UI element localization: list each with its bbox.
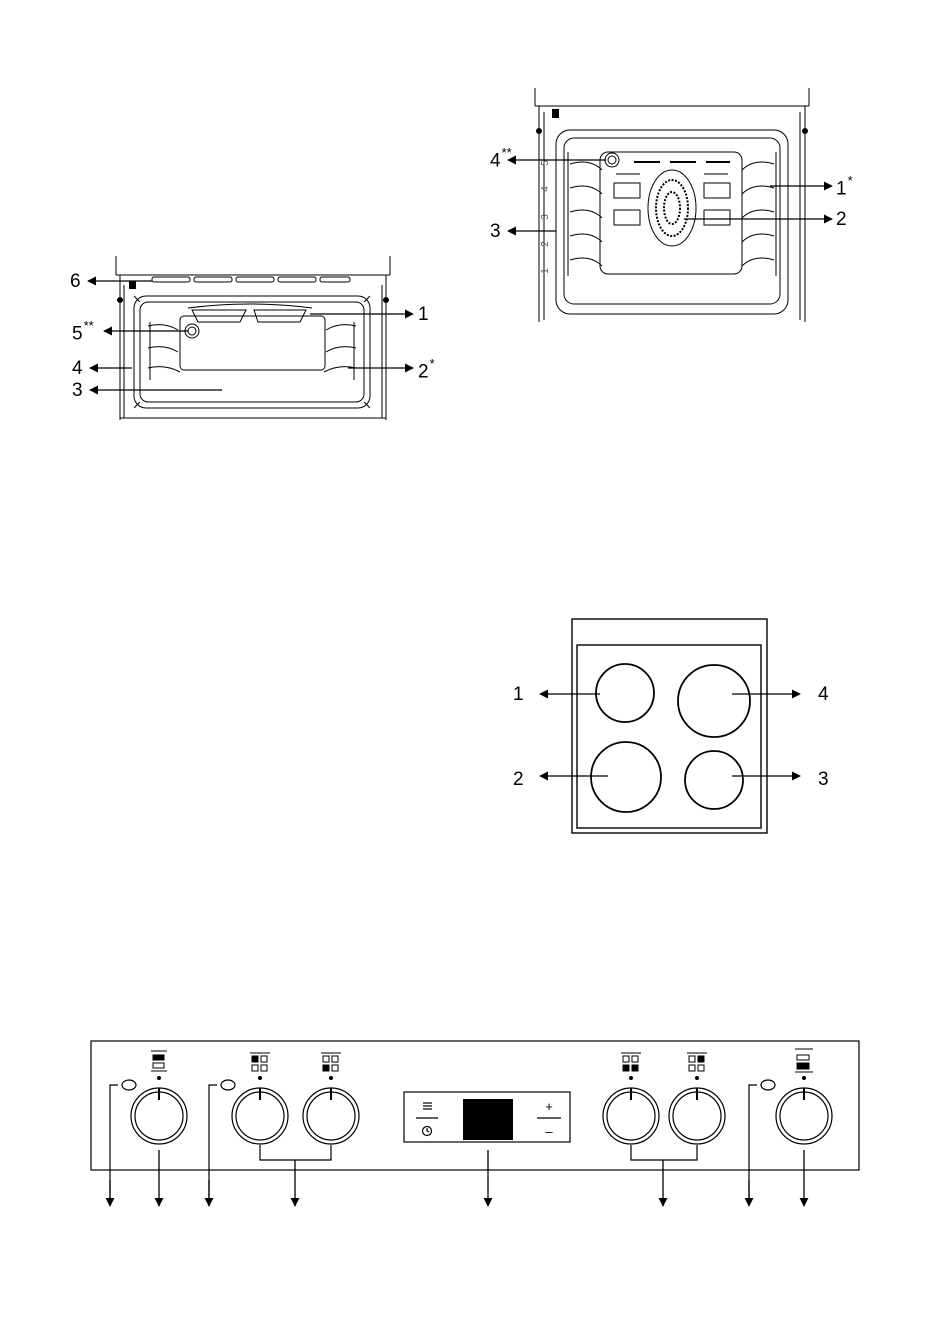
- knob-symbols: [151, 1049, 813, 1072]
- hob-zone-1: [596, 664, 654, 722]
- display-plus-label: +: [545, 1099, 553, 1114]
- top-oven-callout-5: 5**: [72, 321, 94, 343]
- knob-dots: [157, 1076, 806, 1080]
- shelf-number-2: 2: [540, 241, 551, 247]
- top-oven-indicator: [129, 281, 136, 289]
- hob-callout-1: 1: [513, 685, 524, 704]
- hob-drawing: [572, 619, 767, 833]
- control-panel-leaders: [110, 1150, 804, 1206]
- main-oven-callout-3: 3: [490, 222, 501, 241]
- shelf-number-1: 1: [540, 268, 551, 274]
- main-oven-shelf-numbers: 5 4 3 2 1: [540, 160, 551, 274]
- top-oven-callout-1: 1: [418, 305, 429, 324]
- hob-zone-2: [591, 742, 661, 812]
- display-screen: [463, 1099, 513, 1140]
- shelf-number-3: 3: [540, 214, 551, 220]
- shelf-number-4: 4: [540, 186, 551, 192]
- main-oven-callout-1: 1*: [836, 176, 853, 198]
- hob-zone-4: [678, 665, 750, 737]
- hob-zone-3: [685, 751, 743, 809]
- top-oven-callout-6: 6: [70, 272, 81, 291]
- top-oven-callout-4: 4: [72, 359, 83, 378]
- top-oven-callout-3: 3: [72, 381, 83, 400]
- main-oven-drawing: [535, 88, 809, 322]
- hob-callout-4: 4: [818, 685, 829, 704]
- hob-callout-3: 3: [818, 770, 829, 789]
- hob-callout-2: 2: [513, 770, 524, 789]
- display-minus-label: –: [545, 1124, 553, 1139]
- main-oven-callout-2: 2: [836, 210, 847, 229]
- main-oven-indicator: [552, 109, 559, 118]
- main-oven-callout-4: 4**: [490, 148, 512, 170]
- top-oven-callout-2: 2*: [418, 359, 435, 381]
- main-oven-leaders: [508, 160, 832, 231]
- shelf-number-5: 5: [540, 160, 551, 166]
- top-oven-drawing: [116, 256, 390, 420]
